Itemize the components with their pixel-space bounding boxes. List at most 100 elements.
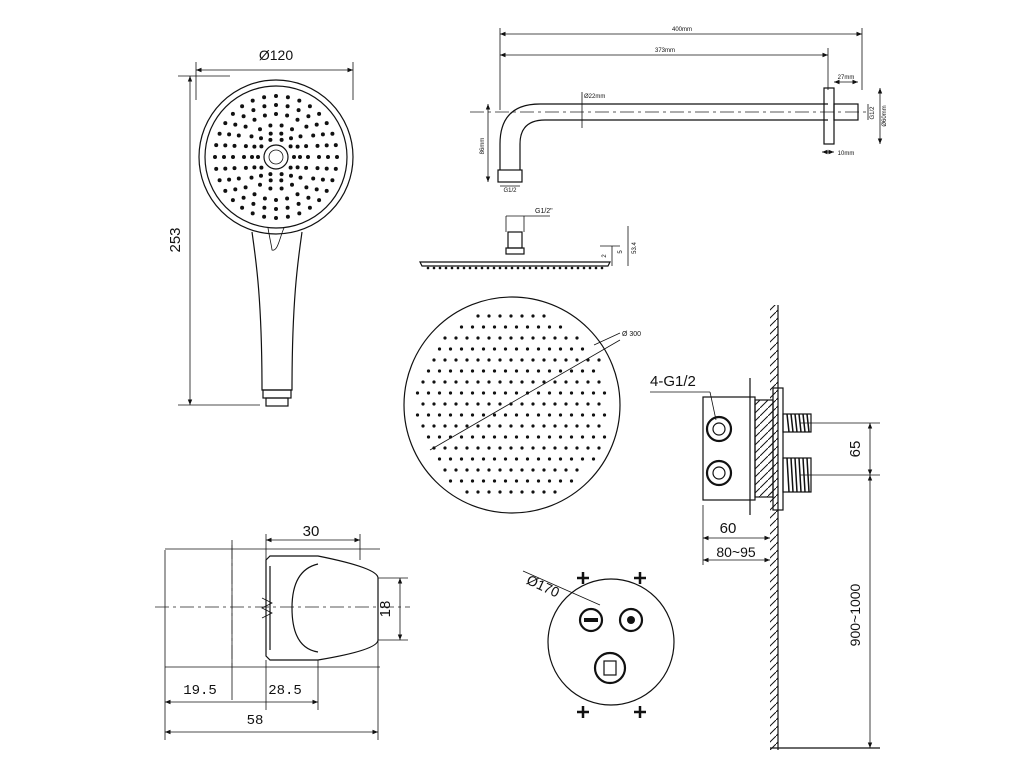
rain-nozzle-dot — [470, 413, 475, 417]
rain-nozzle-dot — [525, 413, 530, 417]
side-nozzle — [546, 266, 550, 270]
arm-wall-thread — [833, 103, 859, 121]
nozzle-dot — [317, 155, 321, 159]
rain-nozzle-dot — [459, 369, 464, 373]
rain-nozzle-dot — [448, 457, 453, 461]
nozzle-dot — [268, 186, 273, 191]
side-nozzle — [528, 266, 532, 270]
rain-nozzle-dot — [531, 468, 535, 472]
rain-nozzle-dot — [432, 380, 436, 384]
rain-nozzle-dot — [465, 402, 469, 406]
rain-nozzle-dot — [586, 446, 590, 450]
rain-nozzle-dot — [426, 413, 431, 417]
rain-nozzle-dot — [542, 336, 546, 340]
rain-nozzle-dot — [591, 457, 596, 461]
nozzle-dot — [230, 198, 235, 203]
rain-nozzle-dot — [470, 325, 475, 329]
rain-nozzle-dot — [547, 391, 552, 395]
hand-shower-length-label: 253 — [167, 227, 184, 252]
nozzle-dot — [243, 185, 248, 190]
rain-nozzle-dot — [602, 435, 607, 439]
side-nozzle — [498, 266, 502, 270]
rain-nozzle-dot — [465, 468, 469, 472]
nozzle-dot — [307, 104, 312, 109]
rain-nozzle-dot — [470, 369, 475, 373]
rain-nozzle-dot — [426, 369, 431, 373]
rain-nozzle-dot — [415, 413, 420, 417]
plate-screw-lug — [577, 706, 589, 718]
nozzle-dot — [223, 121, 228, 126]
nozzle-dot — [231, 155, 235, 159]
nozzle-dot — [240, 104, 245, 109]
rain-nozzle-dot — [481, 413, 486, 417]
nozzle-dot — [279, 186, 284, 191]
arm-wall-thread-label: G1/2 — [870, 106, 876, 120]
nozzle-dot — [274, 112, 278, 116]
nozzle-dot — [311, 133, 316, 138]
nozzle-dot — [304, 124, 309, 129]
arm-height: 86mm — [480, 138, 486, 155]
rain-nozzle-dot — [514, 391, 519, 395]
side-nozzle — [432, 266, 436, 270]
nozzle-dot — [243, 124, 248, 129]
rain-nozzle-dot — [498, 314, 502, 318]
valve-side-view: 4-G1/2 65 60 80~95 900~1000 — [650, 305, 880, 750]
rain-nozzle-dot — [569, 435, 574, 439]
nozzle-dot — [274, 198, 278, 202]
nozzle-dot — [262, 196, 267, 201]
rain-nozzle-dot — [514, 369, 519, 373]
rain-nozzle-dot — [498, 424, 502, 428]
rain-nozzle-dot — [553, 402, 557, 406]
rain-nozzle-dot — [547, 457, 552, 461]
rain-nozzle-dot — [443, 358, 447, 362]
rain-nozzle-dot — [514, 435, 519, 439]
nozzle-dot — [240, 205, 245, 210]
rain-nozzle-dot — [553, 468, 557, 472]
nozzle-dot — [326, 155, 330, 159]
rain-nozzle-dot — [481, 457, 486, 461]
rain-nozzle-dot — [448, 369, 453, 373]
nozzle-dot — [324, 188, 329, 193]
rain-nozzle-dot — [531, 490, 535, 494]
nozzle-dot — [297, 211, 302, 216]
rain-nozzle-dot — [597, 446, 601, 450]
rain-nozzle-dot — [564, 424, 568, 428]
nozzle-dot — [252, 192, 257, 197]
rain-nozzle-dot — [498, 446, 502, 450]
rain-nozzle-dot — [575, 358, 579, 362]
rain-nozzle-dot — [591, 369, 596, 373]
rain-nozzle-dot — [465, 358, 469, 362]
nozzle-dot — [304, 165, 309, 170]
rain-nozzle-dot — [443, 402, 447, 406]
rain-nozzle-dot — [597, 358, 601, 362]
rain-nozzle-dot — [553, 336, 557, 340]
valve-depth-min: 60 — [720, 520, 737, 537]
arm-pipe-diameter: Ø22mm — [584, 94, 605, 100]
arm-inner-length: 373mm — [655, 48, 675, 54]
rain-nozzle-dot — [492, 413, 497, 417]
nozzle-dot — [241, 114, 246, 119]
rain-nozzle-dot — [558, 347, 563, 351]
nozzle-dot — [298, 134, 303, 139]
nozzle-dot — [279, 131, 284, 136]
rain-nozzle-dot — [547, 347, 552, 351]
rain-nozzle-dot — [503, 413, 508, 417]
nozzle-dot — [295, 144, 300, 149]
hand-shower-handle — [251, 231, 303, 391]
rain-nozzle-dot — [503, 347, 508, 351]
nozzle-dot — [274, 207, 278, 211]
rain-nozzle-dot — [465, 424, 469, 428]
side-nozzle — [594, 266, 598, 270]
valve-height-range: 900~1000 — [847, 583, 863, 646]
nozzle-dot — [252, 117, 257, 122]
rain-nozzle-dot — [481, 369, 486, 373]
side-nozzle — [426, 266, 430, 270]
nozzle-dot — [242, 155, 246, 159]
nozzle-dot — [314, 187, 319, 192]
nozzle-dot — [230, 111, 235, 116]
valve-knob-left — [578, 607, 604, 633]
rain-nozzle-dot — [575, 468, 579, 472]
rain-nozzle-dot — [487, 424, 491, 428]
rain-nozzle-dot — [569, 391, 574, 395]
